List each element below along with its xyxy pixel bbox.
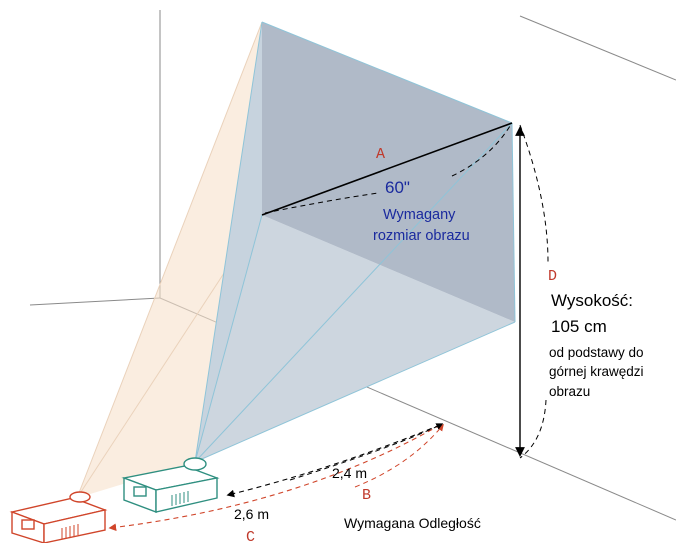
label-c: C bbox=[246, 529, 255, 543]
screen-size-caption-line2: rozmiar obrazu bbox=[373, 228, 470, 244]
near-distance-value: 2,4 m bbox=[332, 465, 367, 481]
label-a: A bbox=[376, 146, 385, 163]
height-note-line3: obrazu bbox=[549, 384, 590, 399]
height-note-line2: górnej krawędzi bbox=[549, 364, 644, 379]
far-distance-arrow bbox=[108, 424, 441, 532]
distance-caption: Wymagana Odległość bbox=[344, 515, 481, 531]
screen-size-value: 60" bbox=[385, 178, 410, 197]
height-note-line1: od podstawy do bbox=[549, 345, 644, 360]
label-d: D bbox=[548, 268, 557, 285]
near-cone-edges bbox=[194, 21, 516, 463]
near-projector-side bbox=[155, 477, 218, 513]
near-light-cone-bottom bbox=[195, 215, 515, 462]
near-projector-vents bbox=[171, 491, 189, 506]
far-projector bbox=[9, 491, 108, 543]
near-projector-lens bbox=[183, 457, 207, 471]
b-dashed-arc bbox=[354, 423, 444, 488]
screen-size-caption-line1: Wymagany bbox=[383, 207, 456, 223]
far-projector-panel bbox=[21, 519, 35, 530]
height-value: 105 cm bbox=[551, 317, 607, 336]
height-title: Wysokość: bbox=[551, 291, 633, 310]
diagonal-dashed-arc-left bbox=[264, 192, 379, 214]
floor-left-line bbox=[29, 297, 161, 306]
screen-shade bbox=[262, 22, 515, 322]
height-dashed-arc-bottom bbox=[519, 399, 547, 459]
far-distance-value: 2,6 m bbox=[234, 506, 269, 522]
near-projector-panel bbox=[133, 486, 147, 497]
diagonal-dashed-arc-right bbox=[451, 125, 511, 177]
label-b: B bbox=[362, 487, 371, 504]
far-projector-vents bbox=[61, 524, 79, 539]
ceiling-line bbox=[519, 15, 676, 81]
near-distance-arrow bbox=[226, 424, 441, 498]
far-projector-lens bbox=[69, 491, 91, 503]
near-projector bbox=[121, 457, 220, 514]
height-dashed-arc-top bbox=[519, 124, 549, 263]
screen-diagonal-line bbox=[261, 122, 513, 216]
far-cone-edge-top bbox=[76, 21, 263, 499]
